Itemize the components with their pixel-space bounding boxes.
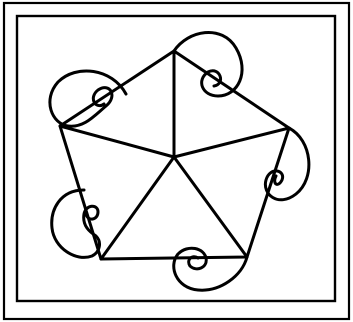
spiral-right: [265, 128, 309, 200]
spoke-right: [174, 128, 289, 157]
spiral-top-right: [174, 32, 242, 96]
spoke-bottom-left: [101, 157, 174, 259]
spiral-top-left: [50, 71, 126, 126]
spoke-bottom-right: [174, 157, 247, 257]
spoke-left: [60, 126, 174, 157]
center-spokes: [60, 51, 289, 259]
spiral-bottom: [174, 248, 247, 290]
spiral-left: [52, 190, 100, 257]
